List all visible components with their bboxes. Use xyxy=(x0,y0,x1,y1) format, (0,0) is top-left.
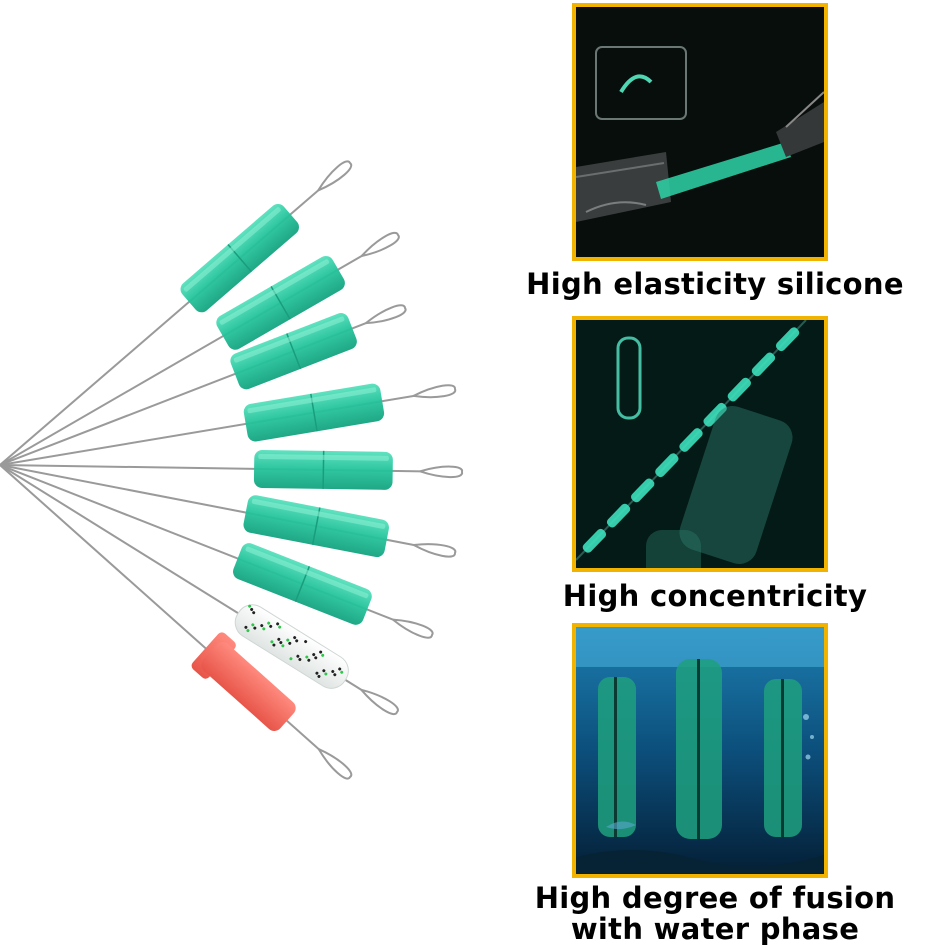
bead xyxy=(703,402,727,427)
stopper-rig xyxy=(0,383,457,466)
stopper-rig xyxy=(0,231,400,466)
elasticity-panel xyxy=(572,3,828,261)
bead xyxy=(631,478,655,503)
stopper-rig xyxy=(0,449,463,490)
float-stopper-rigs xyxy=(0,160,463,780)
caption-fusion-line2: with water phase xyxy=(570,912,860,946)
stopper-rig xyxy=(0,160,353,466)
caption-elasticity: High elasticity silicone xyxy=(526,267,904,301)
bead xyxy=(606,503,631,528)
stretched-silicone-image xyxy=(576,7,824,257)
underwater-stoppers-image xyxy=(576,627,824,874)
stopper-rig xyxy=(0,464,399,715)
bead xyxy=(655,453,679,478)
fusion-panel xyxy=(572,623,828,878)
stopper-body xyxy=(234,604,349,689)
stopper-rig xyxy=(0,464,434,639)
stopper-body xyxy=(201,642,296,731)
stopper-rig xyxy=(0,304,407,466)
stopper-rig xyxy=(0,464,353,780)
bead xyxy=(582,528,607,553)
caption-concentricity: High concentricity xyxy=(562,579,868,613)
bead xyxy=(727,377,751,402)
caption-fusion-line1: High degree of fusion xyxy=(534,881,896,915)
bead xyxy=(775,327,800,352)
stopper-rig xyxy=(0,464,457,558)
bead xyxy=(679,428,703,452)
beads-on-line-image xyxy=(576,320,824,568)
concentricity-panel xyxy=(572,316,828,572)
bead xyxy=(751,352,776,377)
